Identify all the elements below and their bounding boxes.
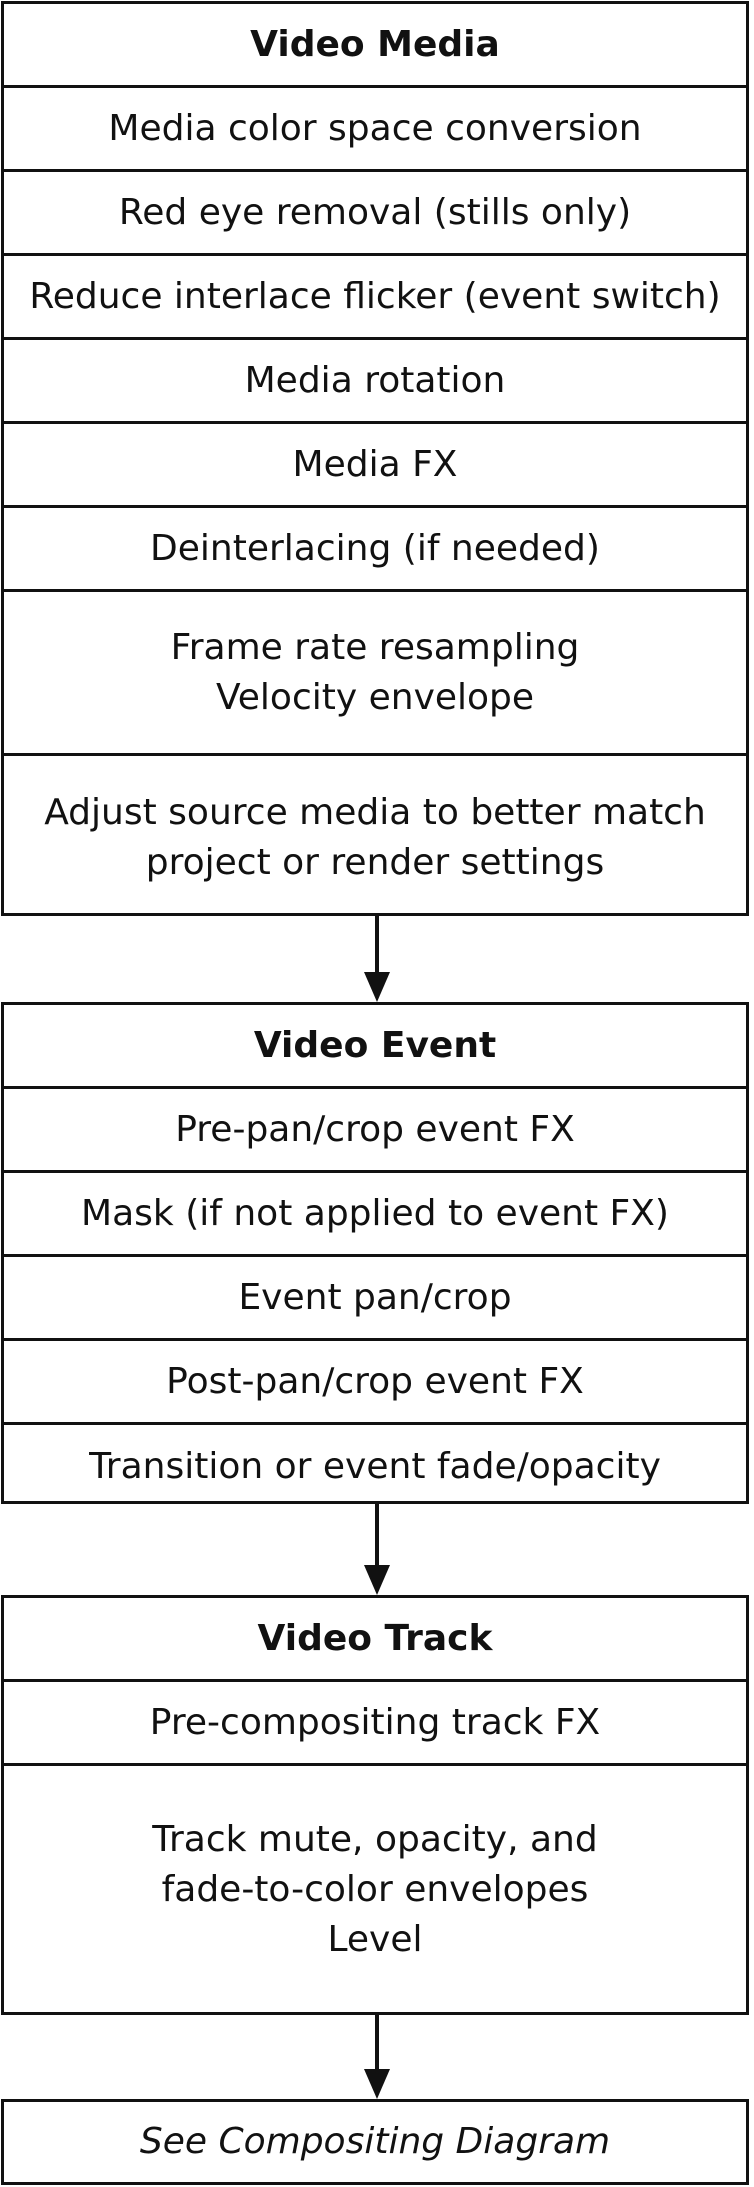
post-pan-crop-event-fx-step: Post-pan/crop event FX (4, 1341, 746, 1425)
video-event-block: Video Event Pre-pan/crop event FX Mask (… (1, 1002, 749, 1504)
compositing-reference-block: See Compositing Diagram (1, 2099, 749, 2185)
arrow-track-to-compositing (364, 2015, 390, 2099)
frame-rate-resampling-step: Frame rate resampling Velocity envelope (4, 592, 746, 756)
media-color-space-conversion-step: Media color space conversion (4, 88, 746, 172)
adjust-source-media-step: Adjust source media to better match proj… (44, 792, 706, 883)
arrow-media-to-event (364, 916, 390, 1002)
video-event-title: Video Event (4, 1005, 746, 1089)
transition-fade-opacity-step: Transition or event fade/opacity (89, 1446, 661, 1487)
pre-compositing-track-fx-step: Pre-compositing track FX (4, 1682, 746, 1766)
red-eye-removal-step: Red eye removal (stills only) (4, 172, 746, 256)
video-media-block: Video Media Media color space conversion… (1, 1, 749, 916)
mask-step: Mask (if not applied to event FX) (4, 1173, 746, 1257)
video-media-title: Video Media (4, 4, 746, 88)
reduce-interlace-flicker-step: Reduce interlace flicker (event switch) (4, 256, 746, 340)
pre-pan-crop-event-fx-step: Pre-pan/crop event FX (4, 1089, 746, 1173)
arrow-event-to-track (364, 1504, 390, 1595)
see-compositing-diagram-label: See Compositing Diagram (139, 2121, 611, 2162)
track-mute-opacity-level-step: Track mute, opacity, and fade-to-color e… (152, 1819, 598, 1960)
event-pan-crop-step: Event pan/crop (4, 1257, 746, 1341)
media-rotation-step: Media rotation (4, 340, 746, 424)
media-fx-step: Media FX (4, 424, 746, 508)
deinterlacing-step: Deinterlacing (if needed) (4, 508, 746, 592)
video-track-block: Video Track Pre-compositing track FX Tra… (1, 1595, 749, 2015)
video-track-title: Video Track (4, 1598, 746, 1682)
